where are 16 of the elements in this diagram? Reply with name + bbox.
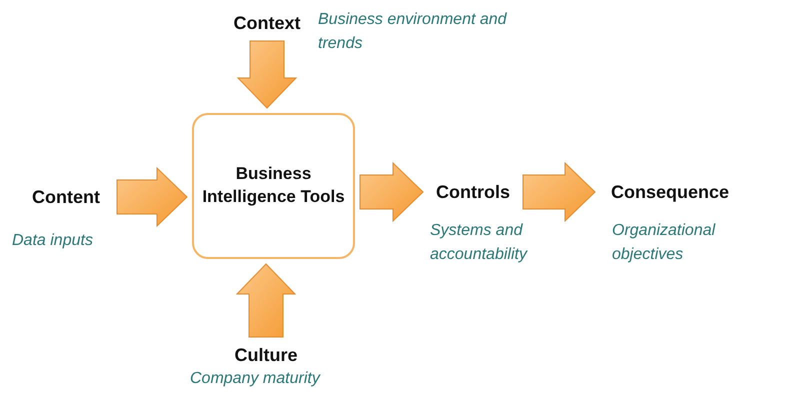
node-label: Consequence bbox=[600, 179, 740, 205]
node-caption: Data inputs bbox=[12, 231, 94, 251]
block-arrow bbox=[522, 162, 596, 222]
node-caption: Systems and accountability bbox=[430, 221, 529, 265]
node-caption: Organizational objectives bbox=[612, 221, 716, 265]
node-caption: Company maturity bbox=[190, 369, 322, 389]
node-label: Culture bbox=[226, 342, 306, 368]
node-label: Context bbox=[224, 10, 310, 36]
node-label: Content bbox=[20, 184, 112, 210]
block-arrow bbox=[360, 162, 424, 222]
node-label: Controls bbox=[428, 179, 518, 205]
block-arrow bbox=[236, 263, 296, 338]
block-arrow bbox=[116, 166, 188, 228]
node-caption: Business environment and trends bbox=[318, 10, 508, 54]
process-box: Business Intelligence Tools bbox=[192, 113, 355, 259]
block-arrow bbox=[236, 40, 298, 109]
